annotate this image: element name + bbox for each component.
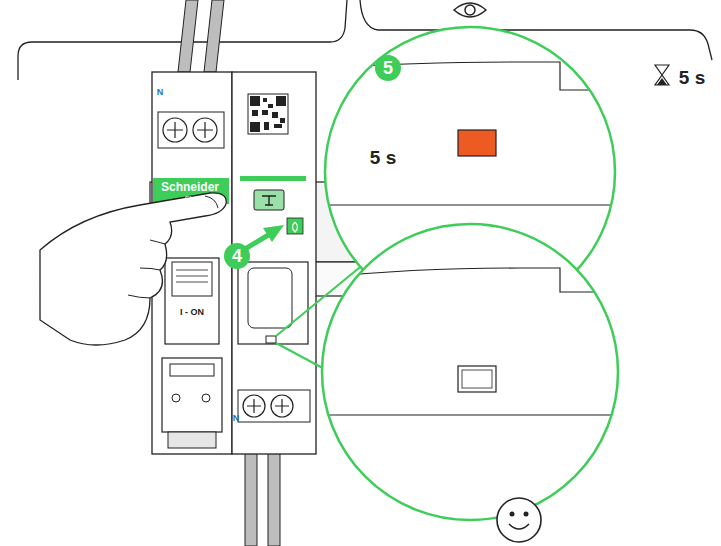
- terminal-mark: N: [157, 88, 164, 97]
- screw-hole: [172, 394, 180, 402]
- screw: [275, 399, 289, 413]
- screw: [193, 118, 217, 142]
- position-label: I - ON: [180, 308, 204, 317]
- wire: [245, 452, 257, 546]
- brand-name: Schneider: [161, 181, 219, 193]
- status-bar: [240, 176, 306, 181]
- indicator-window: [266, 336, 276, 343]
- terminal-mark: N: [233, 414, 240, 423]
- screw-hole: [202, 394, 210, 402]
- smiley-icon: [497, 498, 541, 542]
- indicator-reset: [458, 366, 496, 392]
- wire: [204, 0, 224, 72]
- wire: [268, 452, 280, 546]
- callout-number: 5: [383, 59, 393, 77]
- toggle-lever: [248, 268, 292, 328]
- time-label: 5 s: [679, 68, 705, 87]
- arc-fault-icon: [293, 222, 298, 232]
- screw: [167, 122, 183, 138]
- toggle-lever: [172, 262, 212, 296]
- press-arrow: [263, 225, 284, 242]
- hourglass-icon: [657, 78, 667, 85]
- lever-housing: [165, 258, 219, 344]
- zoom-circle: [322, 224, 618, 520]
- terminal: [238, 390, 310, 422]
- eye-icon: [450, 0, 490, 24]
- wire: [178, 0, 198, 72]
- screw: [271, 395, 293, 417]
- callout-circle: [224, 243, 250, 269]
- lever-housing: [238, 262, 308, 344]
- screw: [247, 399, 261, 413]
- frame-line: [18, 0, 347, 80]
- clip: [168, 432, 216, 448]
- arc-fault-icon: [287, 218, 303, 234]
- time-label: 5 s: [370, 148, 396, 167]
- terminal: [158, 112, 224, 148]
- hand: [128, 240, 165, 298]
- brand-name: Electric: [185, 195, 208, 202]
- test-button: [254, 190, 284, 210]
- hourglass-icon: [655, 65, 669, 85]
- terminal-cover: [162, 358, 222, 432]
- qr-code: [248, 94, 288, 134]
- toggle-lever: [176, 270, 208, 282]
- screw: [197, 122, 213, 138]
- screw: [163, 118, 187, 142]
- indicator-tripped: [458, 130, 496, 156]
- terminal-cover: [170, 364, 214, 376]
- callout-number: 4: [232, 247, 242, 265]
- callout-circle: [375, 55, 401, 81]
- screw: [243, 395, 265, 417]
- test-symbol: [262, 196, 276, 205]
- hand: [40, 193, 226, 345]
